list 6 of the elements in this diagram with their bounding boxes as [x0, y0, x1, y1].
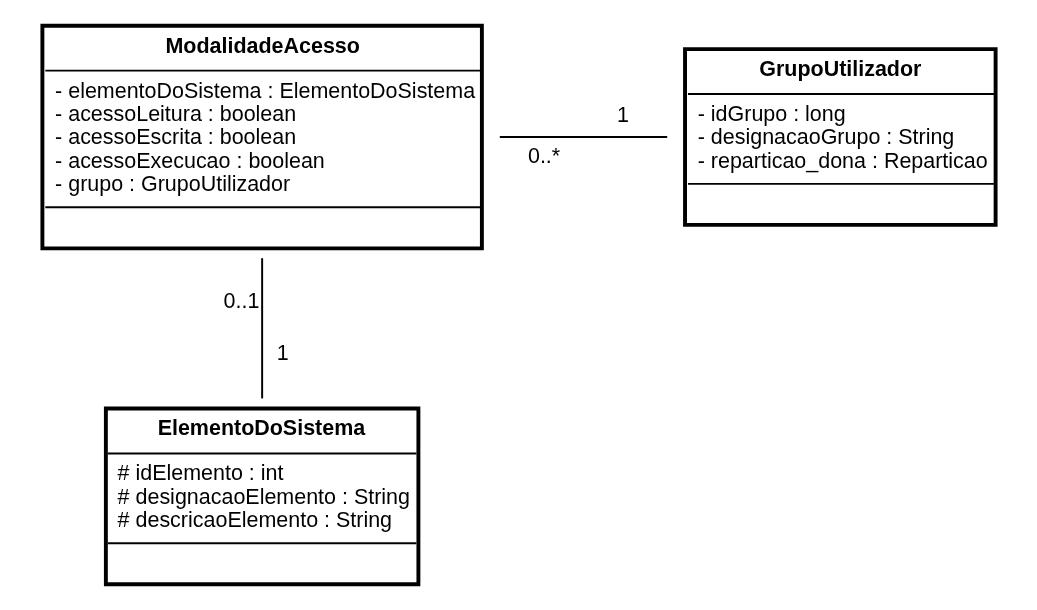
connector	[498, 136, 668, 138]
connector	[260, 257, 263, 400]
label: 0..*	[527, 144, 560, 169]
label: 0..1	[223, 288, 259, 313]
label: 1	[616, 102, 629, 127]
label: 1	[276, 340, 289, 365]
